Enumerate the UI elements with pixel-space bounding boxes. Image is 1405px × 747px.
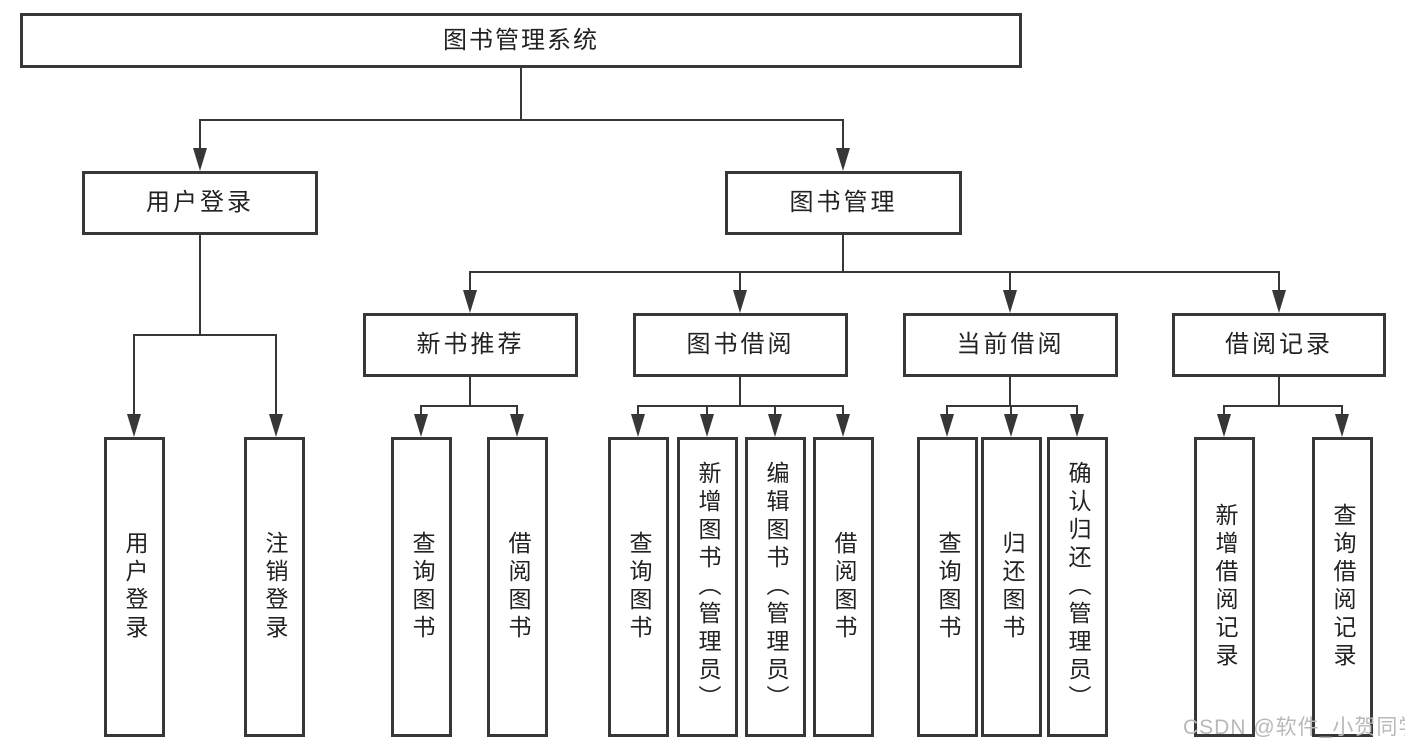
connector-vline	[842, 235, 844, 273]
leaf-borrow-books-recommend-label: 借阅图书	[505, 531, 531, 643]
arrow-down-icon	[1217, 414, 1231, 437]
leaf-add-books-admin: 新增图书（管理员）	[677, 437, 738, 737]
leaf-edit-books-admin-label: 编辑图书（管理员）	[763, 461, 789, 713]
connector-vline	[1009, 377, 1011, 407]
connector-vline	[1010, 405, 1012, 416]
leaf-confirm-return-admin: 确认归还（管理员）	[1047, 437, 1108, 737]
connector-vline	[420, 405, 422, 416]
connector-hline	[1223, 405, 1343, 407]
arrow-down-icon	[1335, 414, 1349, 437]
node-book-borrowing-label: 图书借阅	[686, 331, 795, 358]
leaf-user-login-label: 用户登录	[122, 531, 148, 643]
node-new-book-recommend-label: 新书推荐	[416, 331, 525, 358]
arrow-down-icon	[510, 414, 524, 437]
leaf-add-borrow-record-label: 新增借阅记录	[1212, 503, 1238, 671]
leaf-logout-label: 注销登录	[262, 531, 288, 643]
leaf-query-books-borrowing-label: 查询图书	[626, 531, 652, 643]
connector-vline	[275, 334, 277, 416]
connector-hline	[420, 405, 518, 407]
node-borrowing-records-label: 借阅记录	[1225, 331, 1333, 358]
leaf-borrow-books: 借阅图书	[813, 437, 874, 737]
leaf-query-books-current-label: 查询图书	[935, 531, 961, 643]
leaf-confirm-return-admin-label: 确认归还（管理员）	[1065, 461, 1091, 713]
leaf-query-books-borrowing: 查询图书	[608, 437, 669, 737]
arrow-down-icon	[768, 414, 782, 437]
node-book-management-label: 图书管理	[789, 189, 898, 216]
leaf-borrow-books-recommend: 借阅图书	[487, 437, 548, 737]
connector-vline	[133, 334, 135, 416]
connector-vline	[199, 235, 201, 336]
arrow-down-icon	[836, 148, 850, 171]
connector-vline	[842, 405, 844, 416]
leaf-add-borrow-record: 新增借阅记录	[1194, 437, 1255, 737]
connector-vline	[1278, 271, 1280, 292]
node-book-borrowing: 图书借阅	[633, 313, 848, 377]
leaf-return-books-label: 归还图书	[999, 531, 1025, 643]
arrow-down-icon	[733, 290, 747, 313]
connector-vline	[1076, 405, 1078, 416]
connector-vline	[1278, 377, 1280, 407]
arrow-down-icon	[836, 414, 850, 437]
node-current-borrowing-label: 当前借阅	[956, 331, 1065, 358]
node-library-system-label: 图书管理系统	[443, 26, 599, 54]
arrow-down-icon	[1003, 290, 1017, 313]
connector-hline	[946, 405, 1078, 407]
leaf-query-borrow-record-label: 查询借阅记录	[1330, 503, 1356, 671]
node-current-borrowing: 当前借阅	[903, 313, 1118, 377]
connector-hline	[199, 119, 844, 121]
csdn-watermark: CSDN @软件_小贺同学	[1183, 716, 1405, 739]
arrow-down-icon	[193, 148, 207, 171]
leaf-query-borrow-record: 查询借阅记录	[1312, 437, 1373, 737]
connector-vline	[842, 119, 844, 150]
connector-vline	[199, 119, 201, 150]
leaf-query-books-current: 查询图书	[917, 437, 978, 737]
connector-vline	[1009, 271, 1011, 292]
arrow-down-icon	[700, 414, 714, 437]
connector-vline	[739, 271, 741, 292]
leaf-query-books-recommend-label: 查询图书	[409, 531, 435, 643]
node-user-login-label: 用户登录	[146, 189, 254, 216]
arrow-down-icon	[1070, 414, 1084, 437]
leaf-logout: 注销登录	[244, 437, 305, 737]
node-borrowing-records: 借阅记录	[1172, 313, 1386, 377]
connector-vline	[1341, 405, 1343, 416]
connector-vline	[469, 377, 471, 407]
arrow-down-icon	[940, 414, 954, 437]
arrow-down-icon	[631, 414, 645, 437]
node-library-system: 图书管理系统	[20, 13, 1022, 68]
connector-vline	[516, 405, 518, 416]
connector-hline	[637, 405, 844, 407]
arrow-down-icon	[1272, 290, 1286, 313]
arrow-down-icon	[269, 414, 283, 437]
connector-hline	[133, 334, 277, 336]
connector-vline	[520, 68, 522, 121]
connector-vline	[637, 405, 639, 416]
connector-vline	[946, 405, 948, 416]
arrow-down-icon	[414, 414, 428, 437]
connector-vline	[739, 377, 741, 407]
leaf-query-books-recommend: 查询图书	[391, 437, 452, 737]
node-user-login: 用户登录	[82, 171, 318, 235]
leaf-edit-books-admin: 编辑图书（管理员）	[745, 437, 806, 737]
leaf-borrow-books-label: 借阅图书	[831, 531, 857, 643]
arrow-down-icon	[1004, 414, 1018, 437]
leaf-user-login: 用户登录	[104, 437, 165, 737]
arrow-down-icon	[463, 290, 477, 313]
connector-hline	[469, 271, 1280, 273]
leaf-return-books: 归还图书	[981, 437, 1042, 737]
node-book-management: 图书管理	[725, 171, 962, 235]
connector-vline	[774, 405, 776, 416]
connector-vline	[469, 271, 471, 292]
connector-vline	[1223, 405, 1225, 416]
leaf-add-books-admin-label: 新增图书（管理员）	[695, 461, 721, 713]
connector-vline	[706, 405, 708, 416]
node-new-book-recommend: 新书推荐	[363, 313, 578, 377]
arrow-down-icon	[127, 414, 141, 437]
